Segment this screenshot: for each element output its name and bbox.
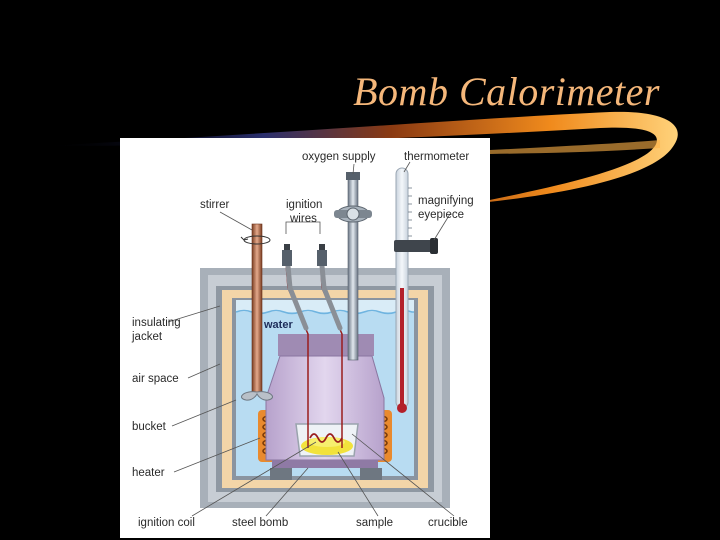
- slide-title: Bomb Calorimeter: [353, 69, 660, 114]
- label-magnifying-line1: magnifying: [418, 195, 474, 207]
- thermometer: [395, 167, 412, 413]
- label-oxygen-supply: oxygen supply: [302, 151, 376, 163]
- label-sample: sample: [356, 517, 393, 529]
- water-surface: [235, 309, 414, 315]
- label-insulating-line2: jacket: [131, 331, 163, 343]
- swoosh-shape: [40, 111, 678, 204]
- ignition-terminals: [282, 244, 327, 266]
- base-supports: [270, 468, 382, 480]
- label-steel-bomb: steel bomb: [232, 517, 288, 529]
- label-ignition-wires-line1: ignition: [286, 199, 322, 211]
- magnifying-eyepiece: [394, 238, 438, 254]
- label-ignition-coil: ignition coil: [138, 517, 195, 529]
- ignition-wire-sheaths: [285, 263, 343, 331]
- label-thermometer: thermometer: [404, 151, 469, 163]
- label-heater: heater: [132, 467, 165, 479]
- label-insulating-line1: insulating: [132, 317, 181, 329]
- oxygen-supply: [334, 172, 372, 361]
- ignition-coil-wire: [309, 433, 343, 443]
- label-ignition-wires-line2: wires: [289, 213, 317, 225]
- label-bucket: bucket: [132, 421, 167, 433]
- label-leader-lines: [167, 161, 455, 517]
- label-crucible: crucible: [428, 517, 468, 529]
- label-air-space: air space: [132, 373, 179, 385]
- label-magnifying-line2: eyepiece: [418, 209, 464, 221]
- stirrer: [240, 223, 273, 401]
- crucible: [295, 423, 359, 457]
- swoosh-highlight: [490, 140, 660, 154]
- label-stirrer: stirrer: [200, 199, 230, 211]
- diagram-svg: oxygen supply thermometer stirrer igniti…: [131, 151, 474, 529]
- calorimeter-diagram: oxygen supply thermometer stirrer igniti…: [120, 138, 490, 538]
- label-water: water: [263, 319, 293, 331]
